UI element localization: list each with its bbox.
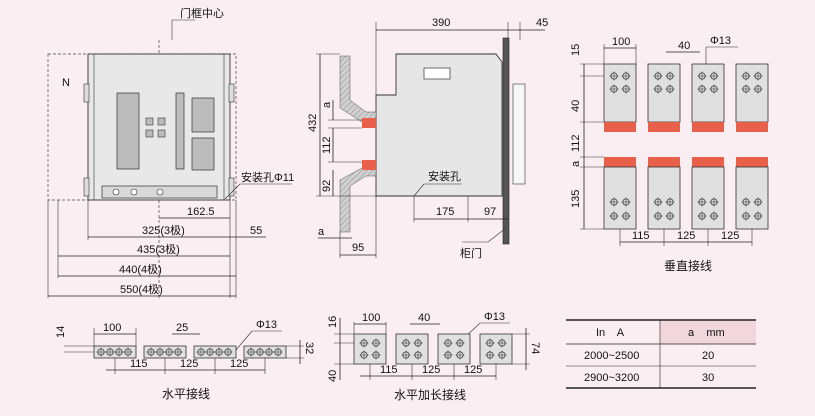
vert-hole-dia: Φ13 [710, 35, 731, 47]
table-cell-r1c1: 2000~2500 [584, 350, 639, 362]
mount-hole-front-label: 安装孔Φ11 [241, 170, 294, 184]
ext-dim-100: 100 [362, 312, 380, 324]
ext-dim-115: 115 [380, 364, 398, 376]
horiz-dim-125b: 125 [230, 358, 248, 370]
vert-dim-15: 15 [570, 44, 582, 56]
ext-dim-125a: 125 [422, 364, 440, 376]
horiz-dim-100: 100 [103, 322, 121, 334]
table-cell-r1c2: 20 [702, 350, 714, 362]
vertical-caption: 垂直接线 [664, 258, 712, 273]
table-header-in: In A [596, 327, 625, 339]
dim-95: 95 [352, 242, 364, 254]
vert-dim-115: 115 [632, 230, 650, 242]
vert-dim-a: a [570, 160, 582, 167]
horiz-dim-32: 32 [303, 342, 315, 354]
dim-97: 97 [484, 206, 496, 218]
door-center-label: 门框中心 [180, 6, 224, 20]
ext-dim-125b: 125 [464, 364, 482, 376]
vert-dim-125a: 125 [677, 230, 695, 242]
horiz-dim-14: 14 [55, 326, 67, 338]
ext-dim-16: 16 [327, 316, 339, 328]
vert-dim-100: 100 [612, 36, 630, 48]
horiz-dim-25: 25 [176, 322, 188, 334]
dim-a-side-1: a [321, 101, 333, 108]
horizontal-extended-connection: 100 40 Φ13 16 40 74 115 125 125 水平加长接线 [327, 311, 541, 402]
n-mark: N [62, 77, 70, 89]
dim-112-side: 112 [321, 136, 333, 154]
horiz-dim-125a: 125 [180, 358, 198, 370]
ext-dim-40h: 40 [327, 370, 339, 382]
table-cell-r2c1: 2900~3200 [584, 372, 639, 384]
dim-a-side-2: a [318, 226, 325, 238]
vertical-connection: 100 40 Φ13 [570, 35, 769, 273]
current-spacing-table: In A a mm 2000~2500 20 2900~3200 30 [566, 319, 756, 389]
table-header-a: a mm [688, 327, 725, 339]
horiz-hole-dia: Φ13 [256, 319, 277, 331]
dim-55: 55 [250, 225, 262, 237]
dim-45: 45 [536, 17, 548, 29]
ext-dim-74: 74 [529, 342, 541, 354]
ext-dim-40: 40 [418, 312, 430, 324]
dim-162-5: 162.5 [187, 206, 215, 218]
dim-550: 550(4极) [120, 282, 163, 296]
cabinet-door-label: 柜门 [460, 246, 482, 260]
dim-175: 175 [436, 206, 454, 218]
dim-325: 325(3极) [142, 223, 185, 237]
ext-hole-dia: Φ13 [484, 311, 505, 323]
dim-92: 92 [321, 180, 333, 192]
dim-432: 432 [307, 114, 319, 132]
table-cell-r2c2: 30 [702, 372, 714, 384]
front-view: 门框中心 N 安装孔Φ11 [47, 6, 294, 300]
side-view: 390 45 432 a 112 92 a 95 安装孔 [307, 17, 548, 260]
horiz-dim-115: 115 [130, 358, 148, 370]
dim-390: 390 [432, 17, 450, 29]
vert-dim-40h: 40 [570, 100, 582, 112]
vert-dim-135: 135 [570, 190, 582, 208]
dim-435: 435(3极) [137, 242, 180, 256]
horizontal-caption: 水平接线 [162, 386, 210, 401]
vert-dim-112: 112 [570, 134, 582, 152]
dim-440: 440(4极) [119, 262, 162, 276]
horizontal-ext-caption: 水平加长接线 [394, 387, 466, 402]
vert-dim-40: 40 [678, 40, 690, 52]
vert-dim-125b: 125 [721, 230, 739, 242]
mount-hole-side-label: 安装孔 [428, 169, 461, 183]
horizontal-connection: 100 25 Φ13 14 32 115 125 125 水平接线 [55, 319, 315, 401]
